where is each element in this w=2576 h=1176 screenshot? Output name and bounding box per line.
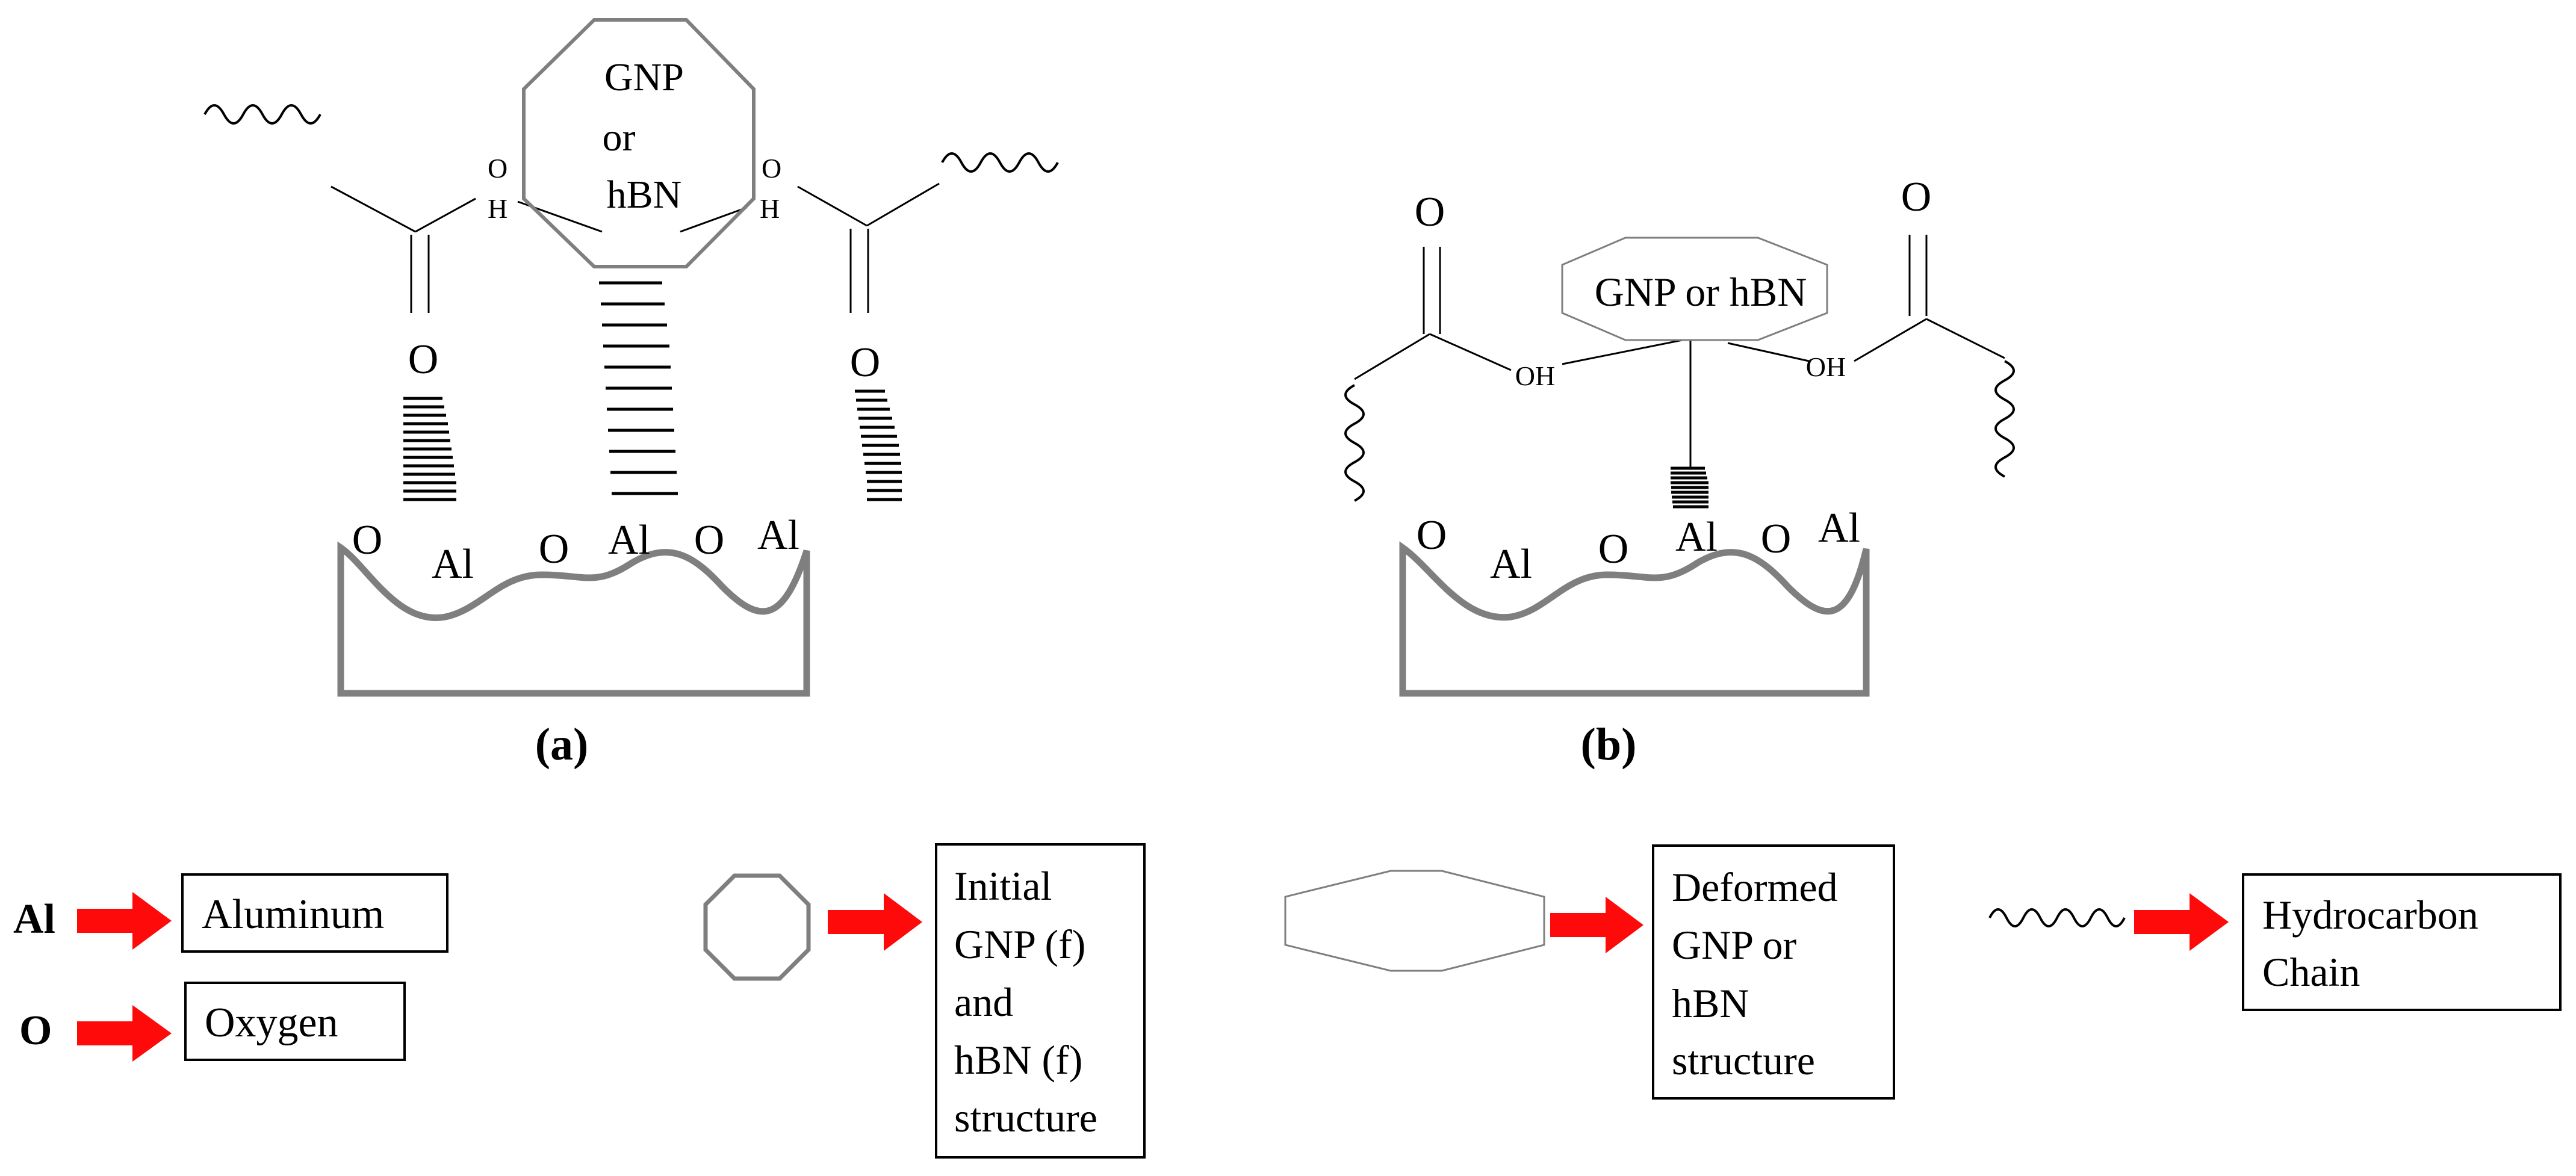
- legend-deformed-line-1: Deformed: [1672, 864, 1838, 910]
- panel-a-hex-label-3: hBN: [607, 173, 682, 217]
- panel-a-substrate: [337, 541, 810, 697]
- legend-hydrocarbon-line-2: Chain: [2262, 949, 2360, 995]
- panel-b-right-hydrocarbon-wave: [1994, 360, 2015, 478]
- panel-b-right-oh: OH: [1806, 351, 1846, 382]
- panel-a-surface-atom-4: Al: [608, 517, 650, 563]
- panel-a-left-chain-bond: [331, 185, 416, 233]
- legend-deformed-box: [1652, 844, 1895, 1100]
- panel-a-right-carbonyl-o: O: [850, 339, 881, 386]
- legend-al-symbol: Al: [13, 896, 55, 942]
- panel-b-left-hydrocarbon-wave: [1344, 384, 1365, 502]
- legend-o-label: Oxygen: [205, 1000, 338, 1046]
- panel-b-substrate: [1399, 541, 1870, 697]
- panel-a-left-hydrocarbon-wave: [203, 104, 321, 125]
- panel-b-right-chain-bond: [1926, 318, 2005, 359]
- legend-deformed-line-4: structure: [1672, 1038, 1815, 1083]
- panel-a-surface-atom-2: Al: [432, 541, 474, 587]
- panel-a-right-interaction-hatch: [855, 389, 902, 501]
- panel-a-surface-atom-3: O: [539, 526, 570, 572]
- legend-deformed-line-3: hBN: [1672, 980, 1749, 1026]
- panel-b-left-carbonyl-o: O: [1415, 189, 1445, 235]
- panel-b-deformed-label: GNP or hBN: [1595, 269, 1807, 315]
- legend-o-symbol: O: [19, 1007, 52, 1054]
- panel-a-right-hbond: [680, 206, 747, 233]
- panel-a-right-oh-h: H: [760, 193, 780, 224]
- legend-hydrocarbon-wave-icon: [1988, 908, 2126, 927]
- panel-b-left-oh-bond: [1429, 333, 1512, 371]
- legend-initial-line-3: and: [954, 979, 1013, 1025]
- panel-a-hex-label-2: or: [603, 116, 636, 159]
- legend-initial-arrow: [828, 893, 922, 951]
- panel-a-surface-atom-5: O: [694, 517, 725, 563]
- legend-al-label: Aluminum: [202, 891, 384, 938]
- panel-a-left-oh-h: H: [488, 193, 507, 224]
- panel-a-hex-label-1: GNP: [604, 55, 684, 99]
- panel-b-left-hbond: [1562, 339, 1683, 365]
- panel-a: GNP or hBN O H O H O O: [203, 18, 1059, 770]
- panel-b-surface-atom-6: Al: [1818, 505, 1860, 551]
- panel-a-left-oh-o: O: [488, 153, 507, 184]
- legend-deformed-shape-icon: [1284, 870, 1545, 972]
- panel-b-right-hbond: [1727, 342, 1810, 362]
- panel-b-surface-atom-3: O: [1598, 526, 1629, 572]
- legend-deformed-arrow: [1550, 897, 1643, 953]
- panel-a-left-oh-bond: [415, 197, 476, 233]
- panel-b: GNP or hBN O O OH OH O Al O Al O Al (b): [1344, 174, 2015, 770]
- legend-hydrocarbon-arrow: [2134, 893, 2229, 951]
- legend-al-arrow: [77, 892, 172, 950]
- legend-hydrocarbon-line-1: Hydrocarbon: [2262, 892, 2478, 938]
- panel-a-left-interaction-hatch: [403, 397, 456, 501]
- legend-deformed-line-2: GNP or: [1672, 922, 1797, 968]
- legend-al-box: [181, 873, 448, 953]
- legend-initial-line-5: structure: [954, 1095, 1097, 1140]
- panel-a-right-hydrocarbon-wave: [941, 152, 1059, 173]
- panel-b-center-interaction-hatch: [1671, 466, 1709, 509]
- panel-b-surface-atom-1: O: [1417, 512, 1447, 559]
- legend-initial-box: [935, 843, 1146, 1159]
- panel-a-right-oh-bond: [797, 185, 867, 227]
- panel-a-surface-atom-1: O: [352, 517, 383, 563]
- legend-initial-octagon-icon: [703, 873, 811, 981]
- panel-a-right-oh-o: O: [762, 153, 781, 184]
- panel-a-gnp-octagon: [522, 18, 756, 268]
- legend: Al Aluminum O Oxygen Initial GNP (f) and…: [13, 843, 2562, 1159]
- legend-o-arrow: [77, 1005, 172, 1062]
- panel-a-caption: (a): [535, 719, 589, 770]
- panel-b-left-oh: OH: [1515, 361, 1555, 391]
- legend-hydrocarbon-box: [2242, 873, 2562, 1011]
- panel-b-surface-atom-4: Al: [1675, 514, 1718, 560]
- panel-b-right-oh-bond: [1854, 318, 1927, 362]
- panel-a-center-interaction-hatch: [599, 281, 678, 495]
- legend-initial-line-2: GNP (f): [954, 921, 1085, 967]
- panel-b-surface-atom-5: O: [1761, 516, 1792, 562]
- panel-b-caption: (b): [1581, 719, 1637, 770]
- legend-initial-line-1: Initial: [954, 863, 1052, 909]
- panel-a-left-carbonyl-o: O: [408, 336, 439, 383]
- legend-initial-line-4: hBN (f): [954, 1037, 1082, 1083]
- legend-o-box: [184, 982, 406, 1061]
- panel-b-surface-atom-2: Al: [1490, 541, 1532, 587]
- panel-a-right-chain-bond: [866, 182, 940, 227]
- panel-a-surface-atom-6: Al: [757, 512, 799, 559]
- panel-b-right-carbonyl-o: O: [1901, 174, 1932, 220]
- panel-b-deformed-gnp: [1561, 237, 1828, 341]
- panel-b-left-chain-bond: [1354, 333, 1430, 380]
